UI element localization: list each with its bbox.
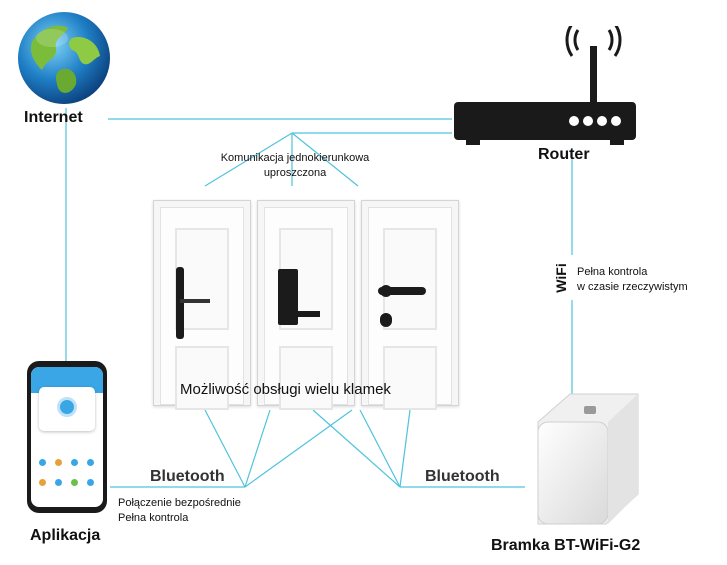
line-gwbt-door1 [312, 409, 401, 488]
globe-icon [18, 12, 110, 104]
gateway-icon [537, 393, 639, 525]
comm-note-line1: Komunikacja jednokierunkowa [220, 152, 370, 164]
door-handle-1 [176, 267, 184, 339]
comm-note-line2: uproszczona [263, 167, 327, 179]
bluetooth-right-label: Bluetooth [425, 468, 500, 485]
wifi-note: Pełna kontrola w czasie rzeczywistym [577, 265, 688, 295]
bt-note: Połączenie bezpośrednie Pełna kontrola [118, 496, 241, 526]
bt-note-line1: Połączenie bezpośrednie [118, 497, 241, 509]
door-2 [257, 200, 355, 410]
wifi-label: WiFi [553, 263, 569, 293]
line-bt-door1 [204, 409, 246, 488]
door-3 [361, 200, 459, 410]
line-fan-door3 [291, 132, 359, 187]
bluetooth-left-label: Bluetooth [150, 468, 225, 485]
door-1 [153, 200, 251, 410]
line-fan-door1 [204, 132, 293, 187]
smartphone-icon [27, 361, 107, 513]
gateway-label: Bramka BT-WiFi-G2 [491, 537, 641, 554]
line-gwbt-door2 [359, 409, 401, 488]
comm-note: Komunikacja jednokierunkowa uproszczona [200, 151, 390, 181]
internet-label: Internet [24, 109, 83, 126]
wifi-note-line1: Pełna kontrola [577, 266, 648, 278]
router-label: Router [538, 146, 590, 163]
bt-note-line2: Pełna kontrola [118, 512, 189, 524]
door-handle-3 [378, 287, 426, 295]
app-label: Aplikacja [30, 527, 101, 544]
line-gwbt-door3 [399, 409, 411, 488]
router-icon [454, 26, 636, 145]
line-bt-door2 [244, 409, 271, 488]
wifi-note-line2: w czasie rzeczywistym [577, 281, 688, 293]
doors-caption: Możliwość obsługi wielu klamek [180, 381, 391, 398]
line-bt-door3 [244, 409, 353, 488]
